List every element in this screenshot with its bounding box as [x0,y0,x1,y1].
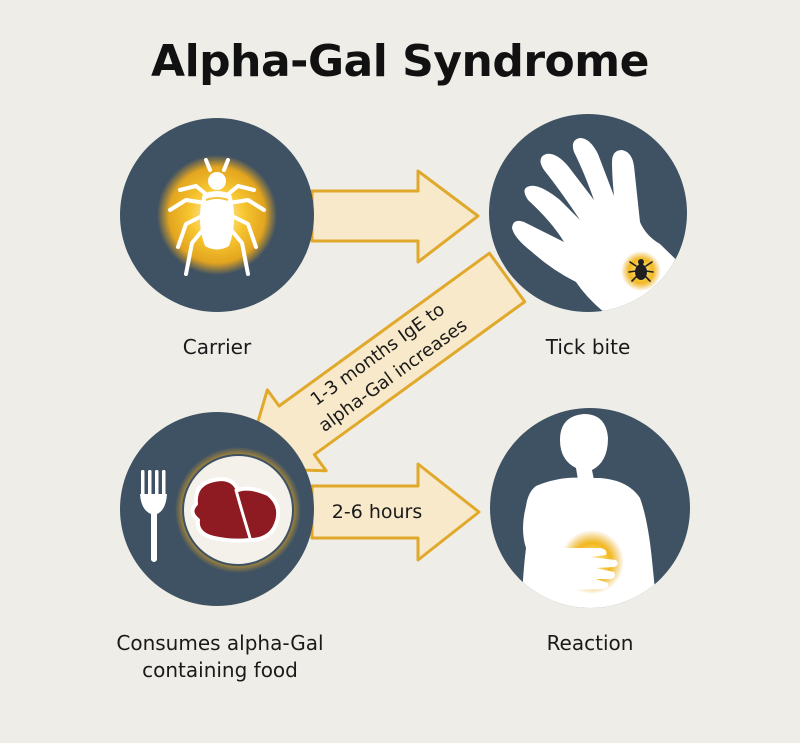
small-tick-icon [628,261,654,282]
label-food-line2: containing food [142,658,298,682]
arrow-hours-text: 2-6 hours [332,501,423,523]
label-food-line1: Consumes alpha-Gal [116,631,324,655]
arrow-carrier-to-bite [310,169,480,264]
label-reaction: Reaction [546,631,634,655]
label-tick-bite: Tick bite [545,335,631,359]
steak-plate-icon [175,447,301,573]
page-title: Alpha-Gal Syndrome [151,36,649,87]
label-carrier: Carrier [182,335,252,359]
label-food: Consumes alpha-Gal containing food [75,630,365,684]
fork-icon [140,470,167,562]
tick-bite-circle [489,114,687,312]
carrier-circle [120,118,314,312]
arrow-food-to-reaction [310,462,481,562]
food-circle [120,412,314,606]
hand-on-belly [540,548,618,590]
reaction-circle [490,408,690,608]
